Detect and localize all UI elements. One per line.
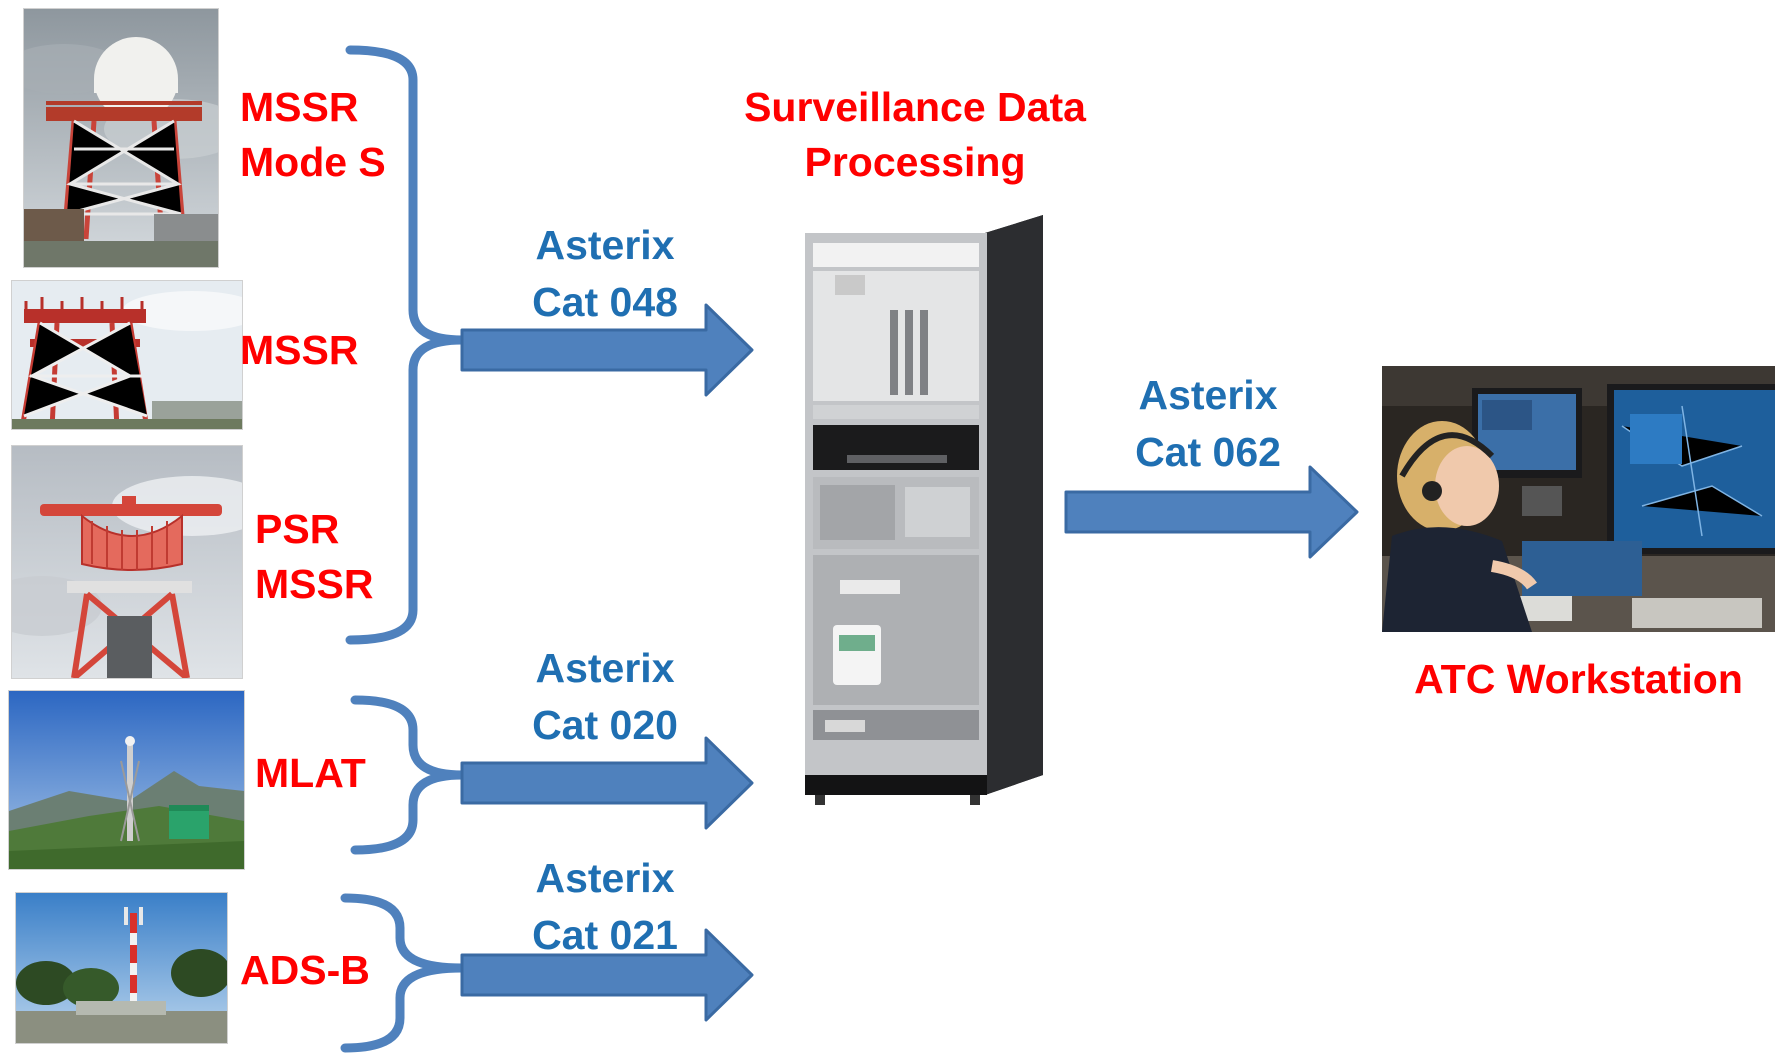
label-line: MSSR (255, 561, 374, 607)
source-label-adsb: ADS-B (240, 943, 370, 998)
brace-mlat (350, 695, 467, 855)
label-line: Asterix (535, 645, 675, 691)
workstation-label: ATC Workstation (1382, 652, 1775, 707)
label-line: Asterix (535, 222, 675, 268)
mssr-radar-photo (11, 280, 243, 430)
source-label-mlat: MLAT (255, 746, 366, 801)
server-rack-photo (775, 215, 1055, 805)
asterix-cat-020-label: Asterix Cat 020 (510, 640, 700, 754)
label-line: MSSR (240, 327, 359, 373)
mlat-station-photo (8, 690, 245, 870)
label-line: Cat 021 (532, 912, 678, 958)
mssr-mode-s-radar-photo (23, 8, 219, 268)
label-line: Processing (804, 139, 1026, 185)
source-label-mssr: MSSR (240, 323, 358, 378)
label-line: PSR (255, 506, 340, 552)
label-line: Asterix (1138, 372, 1278, 418)
label-line: MSSR (240, 84, 359, 130)
label-line: Cat 062 (1135, 429, 1281, 475)
psr-mssr-radar-photo (11, 445, 243, 679)
label-line: Surveillance Data (744, 84, 1086, 130)
label-line: Asterix (535, 855, 675, 901)
label-line: Cat 020 (532, 702, 678, 748)
source-label-mssr-mode-s: MSSR Mode S (240, 80, 386, 190)
asterix-cat-048-label: Asterix Cat 048 (510, 217, 700, 331)
label-line: ATC Workstation (1414, 656, 1743, 702)
adsb-station-photo (15, 892, 228, 1044)
asterix-cat-021-label: Asterix Cat 021 (510, 850, 700, 964)
atc-workstation-photo (1382, 366, 1775, 632)
label-line: MLAT (255, 750, 366, 796)
label-line: Cat 048 (532, 279, 678, 325)
asterix-cat-062-label: Asterix Cat 062 (1113, 367, 1303, 481)
label-line: ADS-B (240, 947, 370, 993)
source-label-psr-mssr: PSR MSSR (255, 502, 373, 612)
label-line: Mode S (240, 139, 386, 185)
processor-title: Surveillance Data Processing (700, 80, 1130, 190)
